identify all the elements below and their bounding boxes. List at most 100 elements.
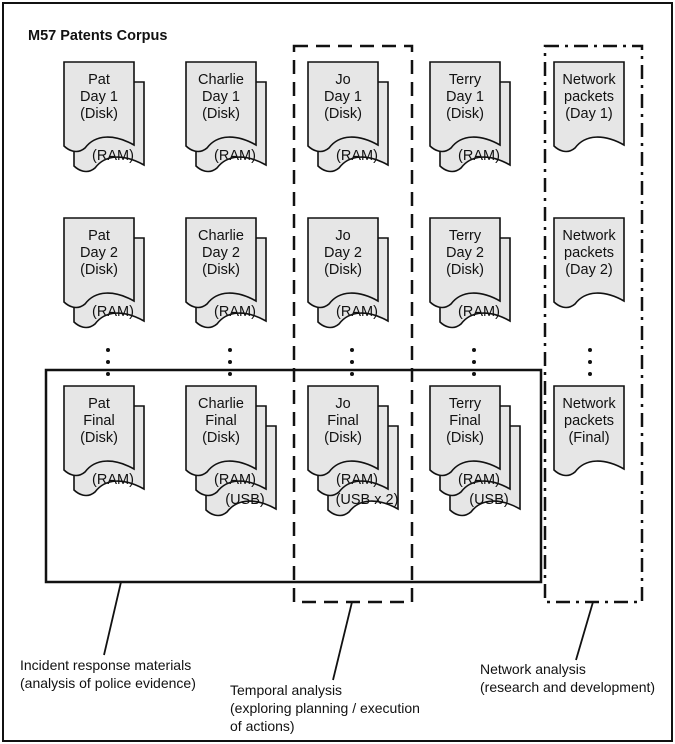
document-label: (RAM) <box>214 148 256 164</box>
document-label: Day 1 <box>80 89 118 105</box>
temporal-caption: Temporal analysis (exploring planning / … <box>230 682 420 734</box>
document-label: Day 2 <box>446 245 484 261</box>
document-label: Day 2 <box>324 245 362 261</box>
ellipsis-dot <box>588 372 592 376</box>
document-label: (Day 1) <box>565 106 613 122</box>
document-label: Day 2 <box>202 245 240 261</box>
document-label: (Disk) <box>324 262 362 278</box>
ellipsis-dot <box>588 348 592 352</box>
ellipsis-dot <box>228 360 232 364</box>
document-label: Network <box>562 396 616 412</box>
ellipsis-dot <box>588 360 592 364</box>
document-label: (Disk) <box>202 106 240 122</box>
disk-image-page <box>553 217 625 309</box>
document-label: Charlie <box>198 72 244 88</box>
disk-image-page <box>185 217 257 309</box>
network-pointer-line <box>575 601 594 661</box>
network-analysis-box <box>543 44 644 604</box>
ellipsis-dot <box>228 372 232 376</box>
document-label: (Disk) <box>324 106 362 122</box>
document-label: Final <box>205 413 236 429</box>
document-label: (Disk) <box>446 262 484 278</box>
document-label: (RAM) <box>336 148 378 164</box>
disk-image-page <box>63 385 135 477</box>
document-label: packets <box>564 245 614 261</box>
ellipsis-dot <box>472 348 476 352</box>
document-label: Day 1 <box>324 89 362 105</box>
document-label: Network <box>562 72 616 88</box>
document-label: (Disk) <box>446 430 484 446</box>
document-label: Day 1 <box>446 89 484 105</box>
document-label: (Disk) <box>202 262 240 278</box>
document-label: (RAM) <box>458 148 500 164</box>
disk-image-page <box>429 385 501 477</box>
document-label: (RAM) <box>92 304 134 320</box>
temporal-caption-line-1: Temporal analysis <box>230 682 342 698</box>
disk-image-page <box>553 385 625 477</box>
document-label: (Disk) <box>80 430 118 446</box>
ellipsis-dot <box>350 360 354 364</box>
disk-image-page <box>429 217 501 309</box>
document-label: (RAM) <box>92 472 134 488</box>
disk-image-page <box>307 61 379 153</box>
document-label: Terry <box>449 72 482 88</box>
document-label: Final <box>83 413 114 429</box>
document-label: (USB) <box>469 492 508 508</box>
document-label: packets <box>564 413 614 429</box>
ellipsis-dot <box>106 372 110 376</box>
document-label: Day 1 <box>202 89 240 105</box>
disk-image-page <box>429 61 501 153</box>
temporal-analysis-box <box>292 44 414 604</box>
temporal-caption-line-2: (exploring planning / execution <box>230 700 420 716</box>
document-label: (RAM) <box>458 304 500 320</box>
document-label: Jo <box>335 228 350 244</box>
ellipsis-dots <box>106 348 592 376</box>
document-label: Pat <box>88 396 110 412</box>
diagram-title: M57 Patents Corpus <box>28 28 167 44</box>
incident-caption-line-2: (analysis of police evidence) <box>20 675 196 691</box>
document-label: (Disk) <box>80 106 118 122</box>
document-label: Day 2 <box>80 245 118 261</box>
network-caption-line-1: Network analysis <box>480 661 586 677</box>
incident-caption-line-1: Incident response materials <box>20 657 191 673</box>
document-label: (Disk) <box>202 430 240 446</box>
document-label: (USB x 2) <box>336 492 399 508</box>
document-label: Charlie <box>198 396 244 412</box>
disk-image-page <box>185 385 257 477</box>
document-label: (Disk) <box>446 106 484 122</box>
ellipsis-dot <box>472 360 476 364</box>
document-label: (RAM) <box>214 304 256 320</box>
ellipsis-dot <box>350 348 354 352</box>
disk-image-page <box>185 61 257 153</box>
temporal-caption-line-3: of actions) <box>230 718 295 734</box>
document-label: (RAM) <box>336 472 378 488</box>
disk-image-page <box>553 61 625 153</box>
document-label: Terry <box>449 228 482 244</box>
disk-image-page <box>63 217 135 309</box>
document-label: Network <box>562 228 616 244</box>
network-caption-line-2: (research and development) <box>480 679 655 695</box>
disk-image-page <box>307 385 379 477</box>
document-label: (Disk) <box>80 262 118 278</box>
document-label: (Disk) <box>324 430 362 446</box>
document-label: (RAM) <box>92 148 134 164</box>
incident-caption: Incident response materials (analysis of… <box>20 657 196 691</box>
document-label: (RAM) <box>458 472 500 488</box>
temporal-pointer-line <box>332 601 353 681</box>
document-label: Terry <box>449 396 482 412</box>
document-label: (Final) <box>568 430 609 446</box>
document-label: Pat <box>88 72 110 88</box>
ellipsis-dot <box>350 372 354 376</box>
network-caption: Network analysis (research and developme… <box>480 661 655 695</box>
